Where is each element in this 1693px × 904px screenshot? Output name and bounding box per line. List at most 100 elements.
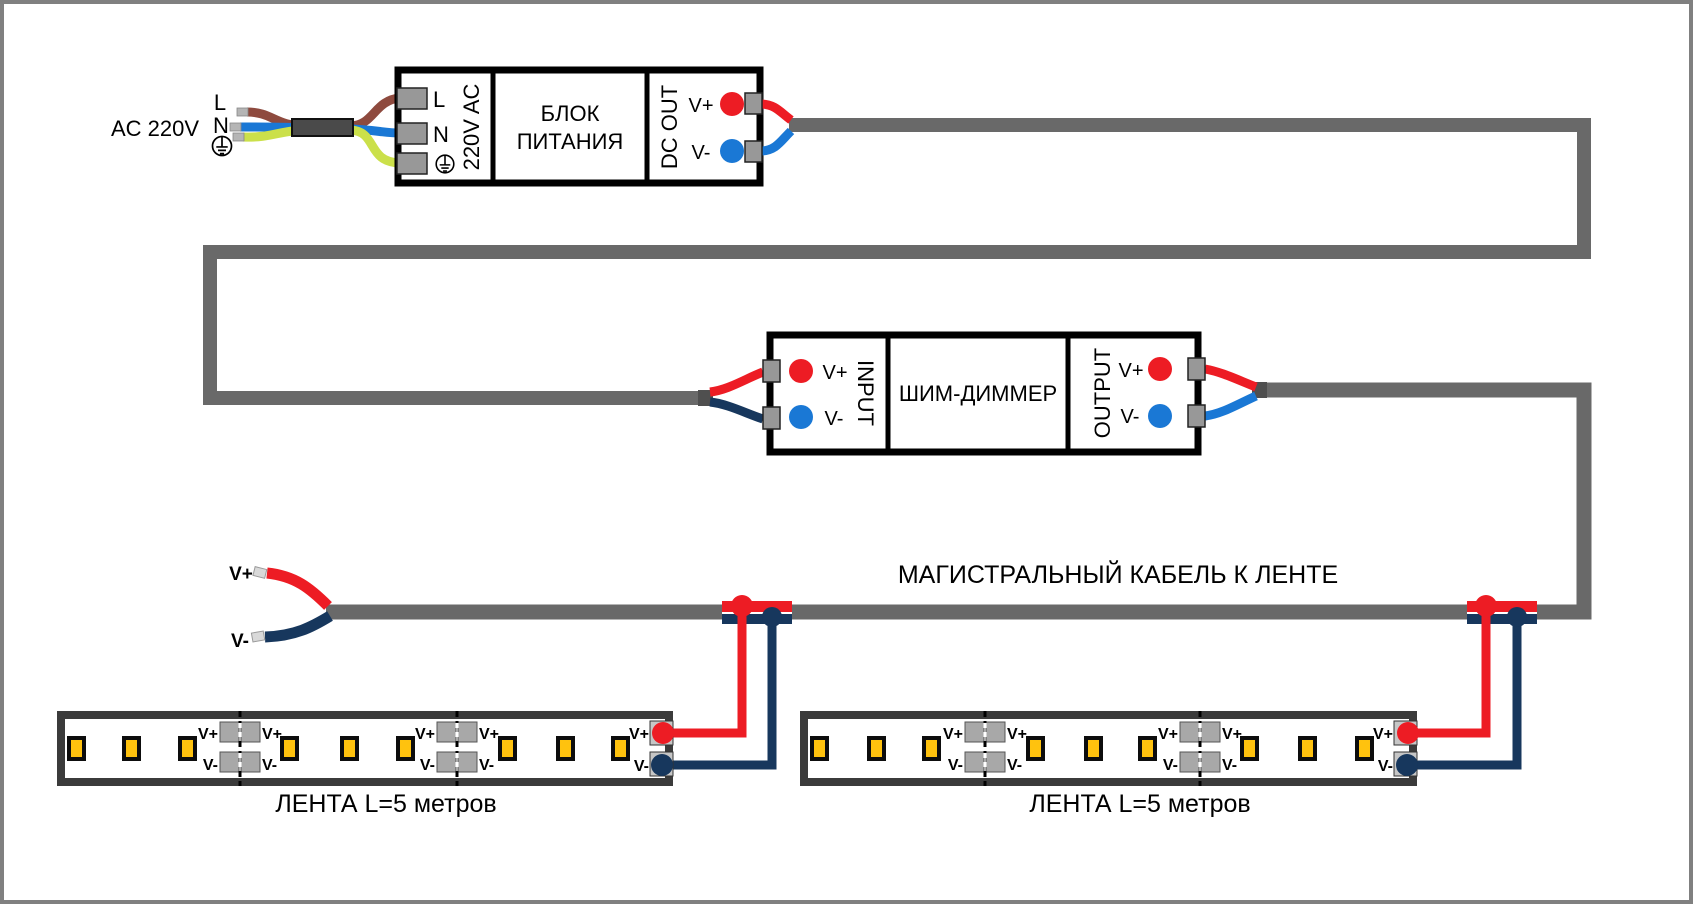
solder-pad	[1200, 751, 1221, 773]
solder-pad	[985, 751, 1006, 773]
strip-vplus-terminal	[652, 722, 674, 744]
led-chip	[810, 736, 829, 761]
dimmer-in-minus-tab	[762, 406, 781, 430]
pad-vminus-label: V-	[203, 757, 218, 774]
trunk-feed-end: V+ V-	[229, 564, 333, 652]
psu-out-plus-wire	[761, 99, 794, 124]
junction-plus-conductor	[1467, 601, 1537, 612]
cable-end-cap	[698, 390, 713, 406]
drop-wire-plus	[1412, 604, 1491, 738]
psu-terminal-n	[396, 122, 428, 145]
psu-terminal-l	[396, 87, 428, 110]
dimmer-title: ШИМ-ДИММЕР	[899, 381, 1057, 406]
psu-title-line2: ПИТАНИЯ	[517, 129, 624, 154]
solder-pad	[457, 721, 478, 743]
solder-pad	[1200, 721, 1221, 743]
led-chip	[556, 736, 575, 761]
feed-vplus-label: V+	[229, 564, 253, 585]
psu-vplus-label: V+	[688, 95, 713, 117]
wire-tip-neutral	[229, 122, 242, 132]
pwm-dimmer-block: V+ V- INPUT ШИМ-ДИММЕР OUTPUT V+ V-	[709, 331, 1258, 456]
led-chip	[922, 736, 941, 761]
pad-vplus-label: V+	[479, 726, 499, 743]
led-chip	[340, 736, 359, 761]
dimmer-in-plus-tab	[762, 359, 781, 383]
junction-plus-conductor	[722, 601, 792, 612]
ground-icon	[435, 154, 455, 174]
strip-vminus-label: V-	[634, 758, 649, 775]
led-chip	[1084, 736, 1103, 761]
pad-vminus-label: V-	[1007, 757, 1022, 774]
pad-vplus-label: V+	[415, 726, 435, 743]
feed-vminus-label: V-	[231, 631, 249, 652]
solder-pad	[240, 721, 261, 743]
dimmer-out-plus-wire	[1204, 364, 1258, 392]
dimmer-out-plus-tab	[1187, 357, 1206, 381]
pad-vminus-label: V-	[948, 757, 963, 774]
led-strip-1: V+ V+ V- V- V+ V+ V- V- V+ V- ЛЕНТА L=5 …	[57, 711, 674, 818]
pad-vplus-label: V+	[1007, 726, 1027, 743]
led-chip	[396, 736, 415, 761]
psu-body	[394, 66, 764, 187]
led-chip	[1138, 736, 1157, 761]
ac-input: AC 220V L N	[111, 90, 401, 168]
solder-pad	[1179, 751, 1200, 773]
trunk-cable-label: МАГИСТРАЛЬНЫЙ КАБЕЛЬ К ЛЕНТЕ	[898, 559, 1338, 589]
psu-terminal-ground	[396, 152, 428, 175]
strip-vminus-terminal	[651, 754, 673, 776]
junction-minus-conductor	[1467, 614, 1537, 624]
psu-out-minus-tab	[744, 140, 763, 163]
led-chip	[67, 736, 86, 761]
neutral-label: N	[213, 113, 229, 138]
drop-wire-minus	[667, 616, 777, 770]
strip-vminus-terminal	[1396, 754, 1418, 776]
psu-title-line1: БЛОК	[541, 101, 600, 126]
strip-length-label: ЛЕНТА L=5 метров	[1029, 790, 1250, 818]
feed-minus-wire	[264, 611, 333, 643]
led-strip-2: V+ V+ V- V- V+ V+ V- V- V+ V- ЛЕНТА L=5 …	[800, 711, 1419, 818]
pad-vplus-label: V+	[1158, 726, 1178, 743]
dimmer-in-vplus-label: V+	[822, 362, 847, 384]
pad-vminus-label: V-	[479, 757, 494, 774]
psu-terminal-l-label: L	[433, 87, 445, 112]
dimmer-in-vminus-terminal	[789, 405, 813, 429]
dimmer-body	[766, 331, 1202, 456]
drop-wire-minus	[1411, 616, 1522, 770]
led-chip	[178, 736, 197, 761]
solder-pad	[964, 721, 985, 743]
solder-pad	[240, 751, 261, 773]
dimmer-out-minus-wire	[1204, 391, 1258, 421]
led-chip	[122, 736, 141, 761]
cable-psu-to-dimmer	[203, 118, 1591, 406]
trunk-cable-run	[326, 382, 1592, 620]
pad-vplus-label: V+	[262, 726, 282, 743]
solder-cut-point: V+ V+ V- V-	[943, 711, 1027, 786]
psu-output-side-label: DC OUT	[657, 85, 682, 169]
solder-pad	[1179, 721, 1200, 743]
led-chip	[1355, 736, 1374, 761]
dimmer-output-side-label: OUTPUT	[1090, 348, 1115, 438]
strip-length-label: ЛЕНТА L=5 метров	[275, 790, 496, 818]
cable-run	[203, 118, 1591, 405]
dimmer-input-side-label: INPUT	[853, 360, 878, 426]
junction-1	[667, 595, 792, 770]
strip-vplus-label: V+	[1373, 726, 1393, 743]
dimmer-out-vplus-terminal	[1148, 357, 1172, 381]
junction-minus-conductor	[722, 614, 792, 624]
dimmer-out-vminus-label: V-	[1121, 406, 1140, 428]
junction-2	[1411, 595, 1537, 770]
solder-pad	[985, 721, 1006, 743]
dimmer-in-plus-wire	[709, 367, 765, 397]
wire-tip-ground	[232, 132, 245, 142]
dimmer-in-vminus-label: V-	[825, 408, 844, 430]
solder-joint-minus	[762, 607, 782, 627]
psu-vplus-terminal	[720, 92, 744, 116]
dimmer-in-vplus-terminal	[789, 359, 813, 383]
solder-joint-plus	[731, 595, 753, 617]
pad-vminus-label: V-	[1222, 757, 1237, 774]
strip-body	[808, 719, 1409, 778]
psu-out-plus-tab	[744, 92, 763, 115]
led-chip	[1298, 736, 1317, 761]
solder-cut-point: V+ V+ V- V-	[415, 711, 499, 786]
